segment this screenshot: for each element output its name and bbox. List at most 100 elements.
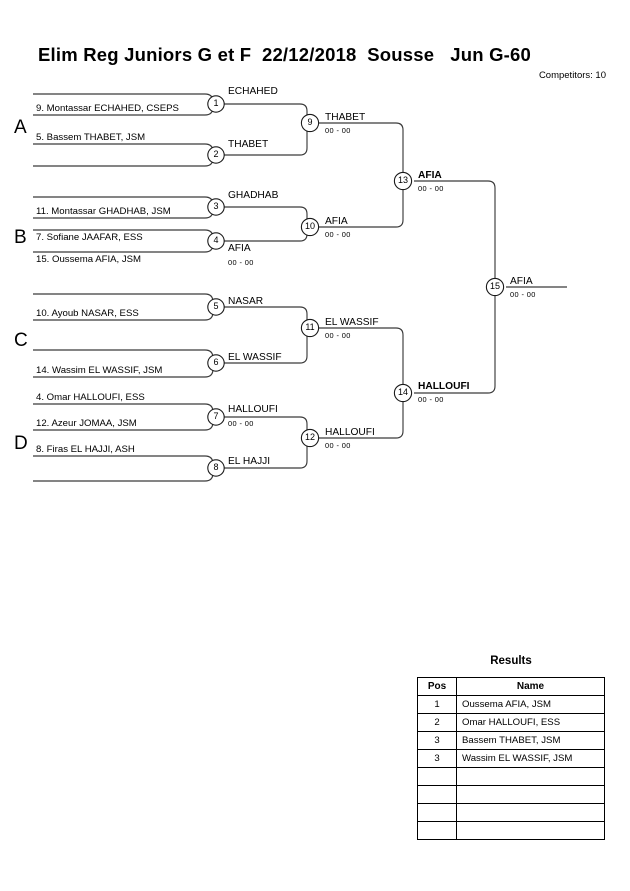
winner-match-6: EL WASSIF <box>228 352 282 363</box>
results-title: Results <box>490 655 532 667</box>
match-circle-13 <box>393 171 413 191</box>
match-8-top-slot <box>33 455 214 465</box>
match-number-9: 9 <box>307 117 313 127</box>
results-header-row: Pos Name <box>417 677 605 696</box>
winner-match-2: THABET <box>228 139 269 150</box>
table-row <box>417 767 605 786</box>
table-row: 2 Omar HALLOUFI, ESS <box>417 713 605 732</box>
table-row: 1 Oussema AFIA, JSM <box>417 695 605 714</box>
connector-12-to-14 <box>318 402 404 439</box>
match-number-14: 14 <box>397 387 408 397</box>
match-4-bottom-slot <box>33 243 214 253</box>
player-slot-match-2-top: 5. Bassem THABET, JSM <box>36 132 146 143</box>
connector-5-to-11 <box>224 306 308 322</box>
result-pos <box>417 767 457 786</box>
winner-match-14: HALLOUFI <box>418 381 470 392</box>
score-match-9: 00 - 00 <box>325 126 351 135</box>
match-5-top-slot <box>33 293 214 303</box>
connector-6-to-11 <box>224 335 308 364</box>
result-pos <box>417 803 457 822</box>
match-3-top-slot <box>33 196 214 206</box>
result-pos: 3 <box>417 731 457 750</box>
score-match-4: 00 - 00 <box>228 258 254 267</box>
player-slot-match-7-top: 4. Omar HALLOUFI, ESS <box>36 392 145 403</box>
player-slot-match-3-bottom: 11. Montassar GHADHAB, JSM <box>36 206 171 217</box>
winner-match-12: HALLOUFI <box>325 427 375 438</box>
result-pos: 3 <box>417 749 457 768</box>
player-slot-match-7-bottom: 12. Azeur JOMAA, JSM <box>36 418 137 429</box>
connector-13-to-15 <box>414 180 496 278</box>
match-circle-10 <box>300 217 320 237</box>
match-1-top-slot <box>33 93 214 103</box>
match-circle-4 <box>207 232 225 250</box>
result-pos: 1 <box>417 695 457 714</box>
winner-match-8: EL HAJJI <box>228 456 271 467</box>
group-label-a: A <box>14 117 27 138</box>
table-row <box>417 803 605 822</box>
player-slot-match-8-top: 8. Firas EL HAJJI, ASH <box>36 444 135 455</box>
match-number-13: 13 <box>397 175 408 185</box>
page-title: Elim Reg Juniors G et F 22/12/2018 Souss… <box>38 44 532 65</box>
match-circle-1 <box>207 95 225 113</box>
match-8-bottom-slot <box>33 472 214 482</box>
connector-9-to-13 <box>318 122 404 172</box>
score-match-14: 00 - 00 <box>418 395 444 404</box>
table-row: 3 Wassim EL WASSIF, JSM <box>417 749 605 768</box>
match-number-4: 4 <box>213 235 219 245</box>
match-number-2: 2 <box>213 149 219 159</box>
match-number-1: 1 <box>213 98 219 108</box>
player-slot-match-4-top: 7. Sofiane JAAFAR, ESS <box>36 232 143 243</box>
connector-10-to-13 <box>318 190 404 228</box>
result-name: Bassem THABET, JSM <box>456 731 605 750</box>
match-6-top-slot <box>33 349 214 359</box>
group-label-b: B <box>14 227 27 248</box>
group-label-d: D <box>14 433 28 454</box>
score-match-11: 00 - 00 <box>325 331 351 340</box>
winner-match-9: THABET <box>325 112 366 123</box>
winner-match-3: GHADHAB <box>228 190 279 201</box>
match-number-8: 8 <box>213 462 219 472</box>
result-name: Wassim EL WASSIF, JSM <box>456 749 605 768</box>
table-row <box>417 785 605 804</box>
match-circle-6 <box>207 354 225 372</box>
results-column-name: Name <box>456 677 605 696</box>
match-circle-9 <box>300 113 320 133</box>
match-number-15: 15 <box>489 281 500 291</box>
results-body: 1 Oussema AFIA, JSM 2 Omar HALLOUFI, ESS… <box>417 695 605 840</box>
match-circle-5 <box>207 298 225 316</box>
results-column-pos: Pos <box>417 677 457 696</box>
player-slot-match-6-bottom: 14. Wassim EL WASSIF, JSM <box>36 365 163 376</box>
match-circle-2 <box>207 146 225 164</box>
winner-match-7: HALLOUFI <box>228 404 278 415</box>
connector-2-to-9 <box>224 130 308 156</box>
result-pos <box>417 785 457 804</box>
connector-7-to-12 <box>224 416 308 432</box>
winner-match-11: EL WASSIF <box>325 317 379 328</box>
match-circle-7 <box>207 408 225 426</box>
result-name <box>456 821 605 840</box>
bracket-diagram <box>33 93 567 482</box>
table-row: 3 Bassem THABET, JSM <box>417 731 605 750</box>
winner-match-5: NASAR <box>228 296 264 307</box>
winner-match-15: AFIA <box>510 276 533 287</box>
connector-3-to-10 <box>224 206 308 221</box>
match-2-top-slot <box>33 143 214 153</box>
match-circle-8 <box>207 459 225 477</box>
match-2-bottom-slot <box>33 157 214 167</box>
group-label-c: C <box>14 330 28 351</box>
result-name <box>456 767 605 786</box>
score-match-10: 00 - 00 <box>325 230 351 239</box>
winner-match-13: AFIA <box>418 170 442 181</box>
connector-11-to-14 <box>318 327 404 384</box>
result-pos <box>417 821 457 840</box>
table-row <box>417 821 605 840</box>
match-number-10: 10 <box>304 221 315 231</box>
result-name: Omar HALLOUFI, ESS <box>456 713 605 732</box>
winner-match-10: AFIA <box>325 216 348 227</box>
match-number-3: 3 <box>213 201 219 211</box>
match-number-11: 11 <box>305 322 315 332</box>
result-pos: 2 <box>417 713 457 732</box>
competitors-count: Competitors: 10 <box>538 70 606 81</box>
match-7-top-slot <box>33 403 214 413</box>
